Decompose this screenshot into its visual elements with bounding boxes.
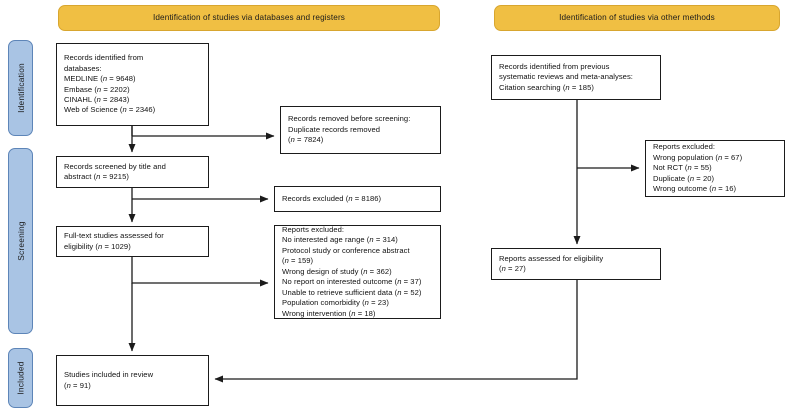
banner-databases-registers-label: Identification of studies via databases … [152, 13, 346, 23]
banner-other-methods-label: Identification of studies via other meth… [559, 13, 715, 23]
box-studies-included-text: Studies included in review (n = 91) [64, 370, 154, 390]
box-studies-included-in-review: Studies included in review (n = 91) [56, 355, 209, 406]
stage-tab-screening-label: Screening [15, 221, 26, 261]
box-records-screened: Records screened by title and abstract (… [56, 156, 209, 188]
box-records-removed-text: Records removed before screening: Duplic… [288, 114, 411, 145]
banner-databases-registers: Identification of studies via databases … [58, 5, 440, 31]
box-records-excluded: Records excluded (n = 8186) [274, 186, 441, 212]
box-reports-excluded-other-methods: Reports excluded: Wrong population (n = … [645, 140, 785, 197]
box-full-text-studies-assessed: Full-text studies assessed for eligibili… [56, 226, 209, 257]
box-full-text-studies-text: Full-text studies assessed for eligibili… [64, 231, 164, 251]
stage-tab-included-label: Included [15, 361, 26, 395]
stage-tab-screening: Screening [8, 148, 33, 334]
stage-tab-included: Included [8, 348, 33, 408]
arrow-identified-to-removed [131, 126, 275, 140]
box-reports-excluded-databases-text: Reports excluded: No interested age rang… [282, 224, 422, 318]
box-reports-assessed-text: Reports assessed for eligibility (n = 27… [499, 253, 604, 273]
box-records-identified-text: Records identified from databases: MEDLI… [64, 53, 156, 115]
box-records-identified-from-databases: Records identified from databases: MEDLI… [56, 43, 209, 126]
stage-tab-identification: Identification [8, 40, 33, 136]
box-records-previous-text: Records identified from previous systema… [499, 61, 633, 92]
box-records-screened-text: Records screened by title and abstract (… [64, 161, 166, 181]
arrow-fulltext-to-reports-excluded [131, 257, 269, 287]
box-reports-excluded-other-text: Reports excluded: Wrong population (n = … [653, 142, 743, 194]
banner-other-methods: Identification of studies via other meth… [494, 5, 780, 31]
box-records-identified-previous-reviews: Records identified from previous systema… [491, 55, 661, 100]
box-reports-excluded-databases: Reports excluded: No interested age rang… [274, 225, 441, 319]
box-records-excluded-text: Records excluded (n = 8186) [282, 193, 382, 203]
stage-tab-identification-label: Identification [15, 63, 26, 113]
box-reports-assessed-for-eligibility: Reports assessed for eligibility (n = 27… [491, 248, 661, 280]
box-records-removed-before-screening: Records removed before screening: Duplic… [280, 106, 441, 154]
